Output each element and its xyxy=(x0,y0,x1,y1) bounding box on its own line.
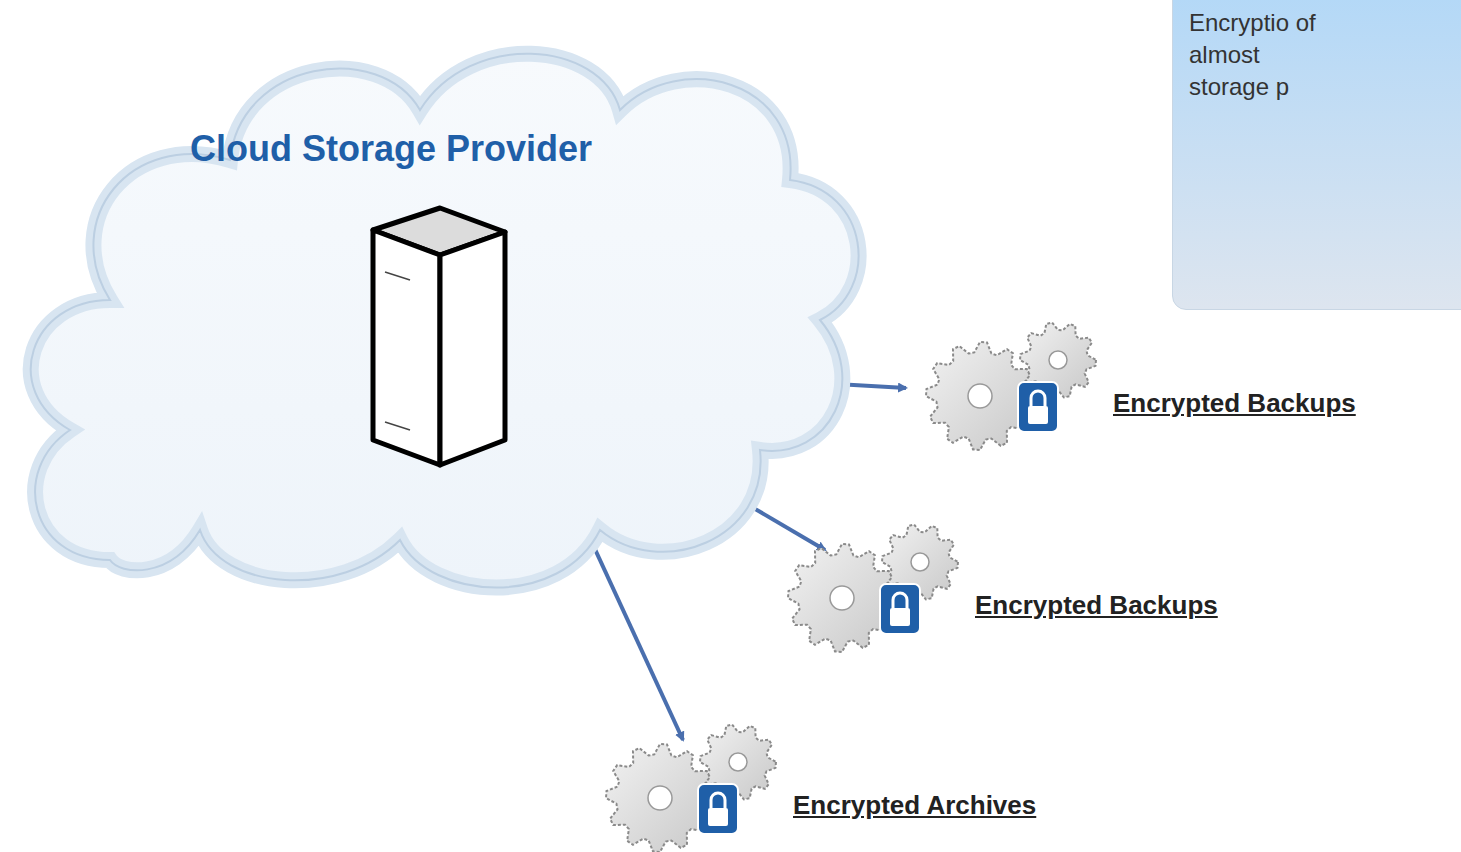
encrypted-store: Encrypted Backups xyxy=(780,520,1226,655)
cloud-region: Cloud Storage Provider xyxy=(0,0,880,620)
store-label: Encrypted Backups xyxy=(975,590,1218,621)
gear-lock-icon xyxy=(780,520,980,655)
callout-box: Encryptio of almost storage p xyxy=(1172,0,1461,310)
store-label: Encrypted Archives xyxy=(793,790,1036,821)
cloud-title: Cloud Storage Provider xyxy=(190,128,592,170)
server-tower xyxy=(365,190,515,475)
store-label: Encrypted Backups xyxy=(1113,388,1356,419)
encrypted-store: Encrypted Archives xyxy=(598,720,1045,852)
gear-lock-icon xyxy=(918,318,1118,453)
encrypted-store: Encrypted Backups xyxy=(918,318,1364,453)
callout-text: Encryptio of almost storage p xyxy=(1173,0,1319,103)
gear-lock-icon xyxy=(598,720,798,852)
